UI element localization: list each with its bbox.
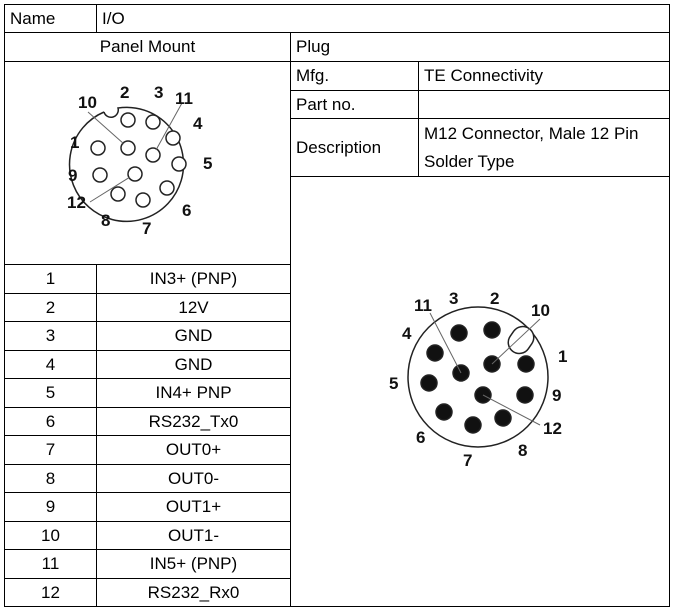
pin-contact	[145, 114, 161, 130]
pin-label: 8	[518, 441, 527, 460]
pin-label: 7	[142, 219, 151, 238]
pin-label: 2	[490, 289, 499, 308]
pin-contact	[165, 130, 181, 146]
pin-label: 8	[101, 211, 110, 230]
pin-label: 7	[463, 451, 472, 470]
pin-label: 12	[543, 419, 562, 438]
plug-key-notch	[507, 325, 535, 355]
pin-contact	[420, 374, 438, 392]
pin-contact	[159, 180, 175, 196]
pin-contact	[120, 140, 136, 156]
pin-label: 6	[182, 201, 191, 220]
pin-contact	[516, 386, 534, 404]
pin-label: 4	[193, 114, 203, 133]
pin-label: 9	[68, 166, 77, 185]
panel-mount-connector-diagram	[68, 102, 187, 223]
description-value: M12 Connector, Male 12 Pin Solder Type	[418, 118, 670, 177]
plug-pin-labels: 1 2 3 4 5 6 7 8 9 10 11 12	[389, 289, 567, 470]
pin-signal: RS232_Rx0	[96, 578, 291, 607]
pin-label: 5	[203, 154, 212, 173]
pin-contact	[494, 409, 512, 427]
pin-contact	[517, 355, 535, 373]
pin-label: 10	[531, 301, 550, 320]
pin-label: 11	[175, 89, 193, 108]
pin-contact	[145, 147, 161, 163]
pin-label: 1	[558, 347, 567, 366]
pin-contact	[135, 192, 151, 208]
pin-contact	[435, 403, 453, 421]
pin-contact	[426, 344, 444, 362]
plug-connector-diagram	[407, 306, 549, 448]
pin-contact	[90, 140, 106, 156]
pin-contact	[120, 112, 136, 128]
pin-contact	[464, 416, 482, 434]
pin-contact	[127, 166, 143, 182]
panel-mount-pin-labels: 1 2 3 4 5 6 7 8 9 10 11 12	[67, 83, 212, 238]
pin-label: 3	[154, 83, 163, 102]
description-line-2: Solder Type	[424, 151, 515, 171]
pin-contact	[483, 321, 501, 339]
pin-label: 10	[78, 93, 97, 112]
pin-label: 2	[120, 83, 129, 102]
pin-label: 6	[416, 428, 425, 447]
pin-label: 4	[402, 324, 412, 343]
panel-connector-outline	[68, 106, 185, 223]
pin-label: 9	[552, 386, 561, 405]
pin-contact	[171, 156, 187, 172]
pin-label: 12	[67, 193, 86, 212]
pin-label: 5	[389, 374, 398, 393]
pin-label: 11	[414, 296, 432, 315]
pin-contact	[110, 186, 126, 202]
pin-label: 3	[449, 289, 458, 308]
pin-contact	[450, 324, 468, 342]
pin-contact	[92, 167, 108, 183]
description-line-1: M12 Connector, Male 12 Pin	[424, 123, 639, 143]
pin-label: 1	[70, 133, 79, 152]
plug-connector-outline	[407, 306, 549, 448]
